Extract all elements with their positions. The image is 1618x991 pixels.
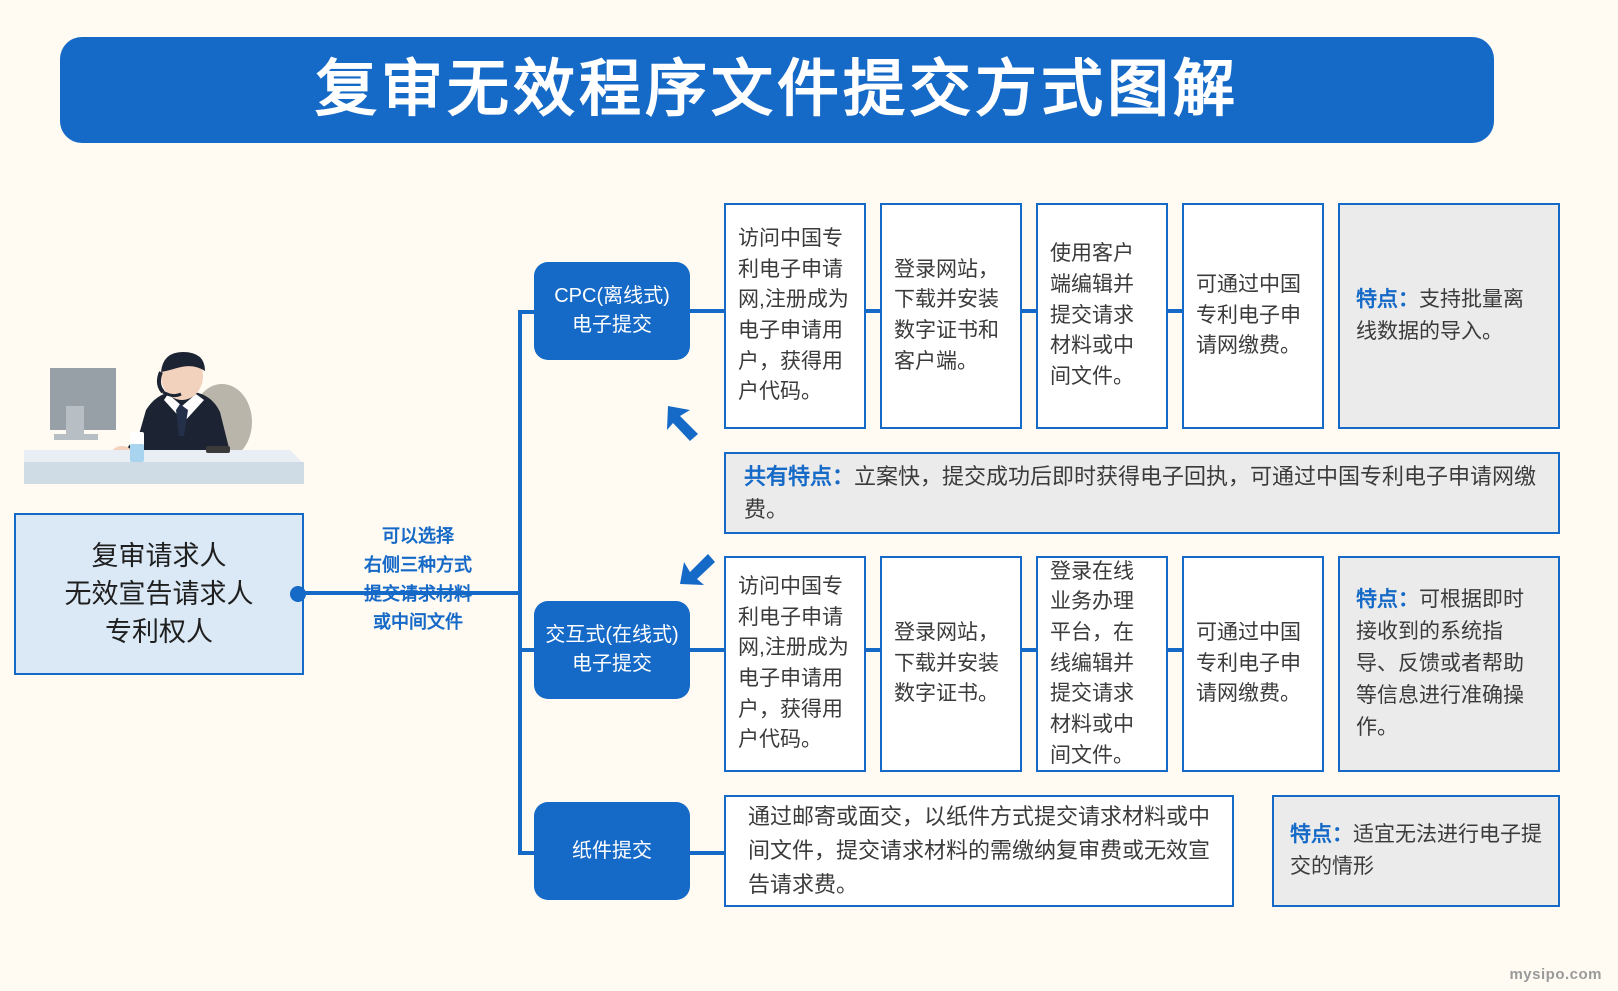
step-card-paper: 通过邮寄或面交，以纸件方式提交请求材料或中间文件，提交请求材料的需缴纳复审费或无… <box>724 795 1234 907</box>
link-cpc-step3-step4 <box>1168 309 1182 313</box>
link-cpc-step2-step3 <box>1022 309 1036 313</box>
actor-line-2: 无效宣告请求人 <box>64 578 254 609</box>
step-card: 登录网站，下载并安装数字证书。 <box>880 556 1022 772</box>
connector-label-line-4: 或中间文件 <box>373 612 463 633</box>
trunk-vertical-line <box>518 310 522 855</box>
branch-stub-interactive <box>518 648 540 652</box>
method-node-interactive-line-2: 电子提交 <box>572 653 652 675</box>
page-title: 复审无效程序文件提交方式图解 <box>314 55 1239 124</box>
watermark: mysipo.com <box>1509 966 1602 983</box>
link-cpc-step1 <box>690 309 724 313</box>
title-banner: 复审无效程序文件提交方式图解 <box>60 37 1494 143</box>
actor-box: 复审请求人 无效宣告请求人 专利权人 <box>14 513 304 675</box>
method-node-interactive[interactable]: 交互式(在线式) 电子提交 <box>534 601 690 699</box>
shared-feature-text: 立案快，提交成功后即时获得电子回执，可通过中国专利电子申请网缴费。 <box>744 463 1537 522</box>
branch-stub-paper <box>518 851 540 855</box>
method-node-paper-line-1: 纸件提交 <box>572 839 652 862</box>
step-card: 使用客户端编辑并提交请求材料或中间文件。 <box>1036 203 1168 429</box>
link-paper-step1 <box>690 851 724 855</box>
feature-label: 特点： <box>1356 588 1419 612</box>
step-card: 可通过中国专利电子申请网缴费。 <box>1182 203 1324 429</box>
method-node-cpc-line-2: 电子提交 <box>572 314 652 336</box>
step-card: 访问中国专利电子申请网,注册成为电子申请用户，获得用户代码。 <box>724 203 866 429</box>
feature-text: 适宜无法进行电子提交的情形 <box>1290 823 1542 878</box>
arrow-down-left-icon <box>674 546 718 595</box>
connector-label-line-1: 可以选择 <box>382 526 454 546</box>
feature-card-paper: 特点：适宜无法进行电子提交的情形 <box>1272 795 1560 907</box>
person-at-desk-illustration <box>18 350 308 530</box>
method-node-interactive-line-1: 交互式(在线式) <box>545 624 679 646</box>
step-card: 登录在线业务办理平台，在线编辑并提交请求材料或中间文件。 <box>1036 556 1168 772</box>
link-interactive-step1-step2 <box>866 648 880 652</box>
method-node-cpc-line-1: CPC(离线式) <box>554 285 670 307</box>
connector-label-line-2: 右侧三种方式 <box>364 554 472 575</box>
feature-card-interactive: 特点：可根据即时接收到的系统指导、反馈或者帮助等信息进行准确操作。 <box>1338 556 1560 772</box>
actor-line-1: 复审请求人 <box>91 540 227 571</box>
link-interactive-step1 <box>690 648 724 652</box>
arrow-up-left-icon <box>662 400 706 449</box>
feature-label: 特点： <box>1290 823 1353 847</box>
method-node-cpc[interactable]: CPC(离线式) 电子提交 <box>534 262 690 360</box>
shared-feature-label: 共有特点： <box>744 463 855 489</box>
shared-feature-band: 共有特点：立案快，提交成功后即时获得电子回执，可通过中国专利电子申请网缴费。 <box>724 452 1560 534</box>
step-card: 可通过中国专利电子申请网缴费。 <box>1182 556 1324 772</box>
connector-label-line-3: 提交请求材料 <box>364 583 472 604</box>
link-cpc-step1-step2 <box>866 309 880 313</box>
step-card: 访问中国专利电子申请网,注册成为电子申请用户，获得用户代码。 <box>724 556 866 772</box>
link-interactive-step2-step3 <box>1022 648 1036 652</box>
feature-text: 可根据即时接收到的系统指导、反馈或者帮助等信息进行准确操作。 <box>1356 588 1524 739</box>
method-node-paper[interactable]: 纸件提交 <box>534 802 690 900</box>
link-interactive-step3-step4 <box>1168 648 1182 652</box>
step-card: 登录网站，下载并安装数字证书和客户端。 <box>880 203 1022 429</box>
branch-stub-cpc <box>518 310 540 314</box>
actor-line-3: 专利权人 <box>105 617 213 648</box>
connector-label: 可以选择 右侧三种方式 提交请求材料 或中间文件 <box>320 522 516 637</box>
trunk-horizontal-line <box>298 591 522 595</box>
feature-label: 特点： <box>1356 288 1419 312</box>
feature-text: 支持批量离线数据的导入。 <box>1356 288 1524 343</box>
feature-card-cpc: 特点：支持批量离线数据的导入。 <box>1338 203 1560 429</box>
step-card-paper-text: 通过邮寄或面交，以纸件方式提交请求材料或中间文件，提交请求材料的需缴纳复审费或无… <box>748 803 1211 898</box>
